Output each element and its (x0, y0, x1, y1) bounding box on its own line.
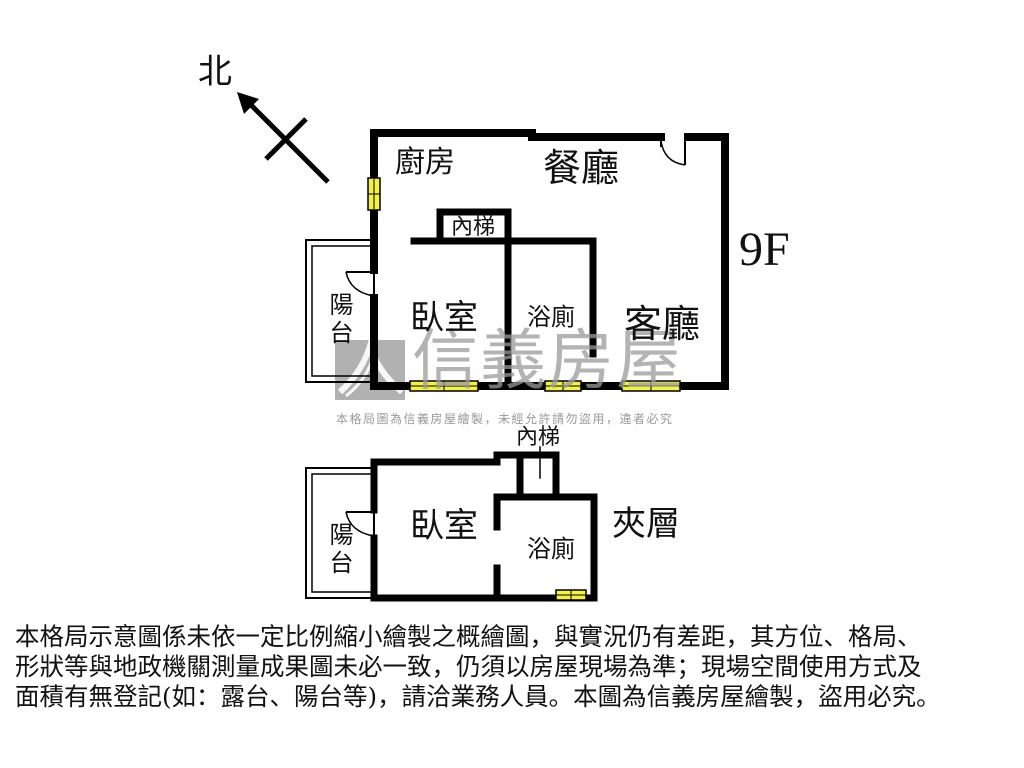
north-label: 北 (198, 54, 232, 91)
room-label-bathroom-mezzanine: 浴廁 (527, 537, 575, 563)
window-9f-bedroom (409, 380, 479, 392)
watermark-notice: 本格局圖為信義房屋繪製，未經允許請勿盜用，違者必究 (336, 412, 674, 426)
room-label-bedroom-mezzanine: 臥室 (410, 508, 478, 545)
window-9f-bathroom (544, 380, 582, 392)
room-label-dining: 餐廳 (543, 148, 620, 190)
compass-icon (237, 92, 330, 184)
window-mezzanine-bathroom (555, 589, 587, 601)
door-9f-entry (660, 133, 686, 166)
watermark-brand: 信義房屋 (412, 322, 684, 399)
disclaimer-line: 面積有無登記(如：露台、陽台等)，請洽業務人員。本圖為信義房屋繪製，盜用必究。 (15, 682, 941, 711)
room-label-inner-stairs-mezzanine: 內梯 (516, 424, 561, 449)
room-label-inner-stairs-9f: 內梯 (451, 214, 496, 239)
disclaimer-line: 形狀等與地政機關測量成果圖未必一致，仍須以房屋現場為準；現場空間使用方式及 (15, 652, 922, 681)
window-9f-kitchen (367, 177, 381, 211)
disclaimer-text: 本格局示意圖係未依一定比例縮小繪製之概繪圖，與實況仍有差距，其方位、格局、 形狀… (15, 622, 1015, 712)
window-9f-living (621, 380, 681, 392)
room-label-balcony-mezzanine: 陽台 (325, 522, 351, 578)
door-mezzanine-balcony (345, 511, 376, 537)
floor-label-9f: 9F (739, 223, 790, 276)
disclaimer-line: 本格局示意圖係未依一定比例縮小繪製之概繪圖，與實況仍有差距，其方位、格局、 (15, 622, 922, 651)
room-label-balcony-9f: 陽台 (325, 292, 351, 348)
mezzanine-plan (305, 446, 598, 602)
floor-label-mezzanine: 夾層 (612, 506, 680, 543)
room-label-living: 客廳 (624, 304, 701, 346)
room-label-kitchen: 廚房 (395, 146, 455, 179)
room-label-bathroom-9f: 浴廁 (527, 305, 575, 331)
door-9f-balcony (345, 271, 376, 297)
room-label-bedroom-9f: 臥室 (410, 300, 478, 337)
